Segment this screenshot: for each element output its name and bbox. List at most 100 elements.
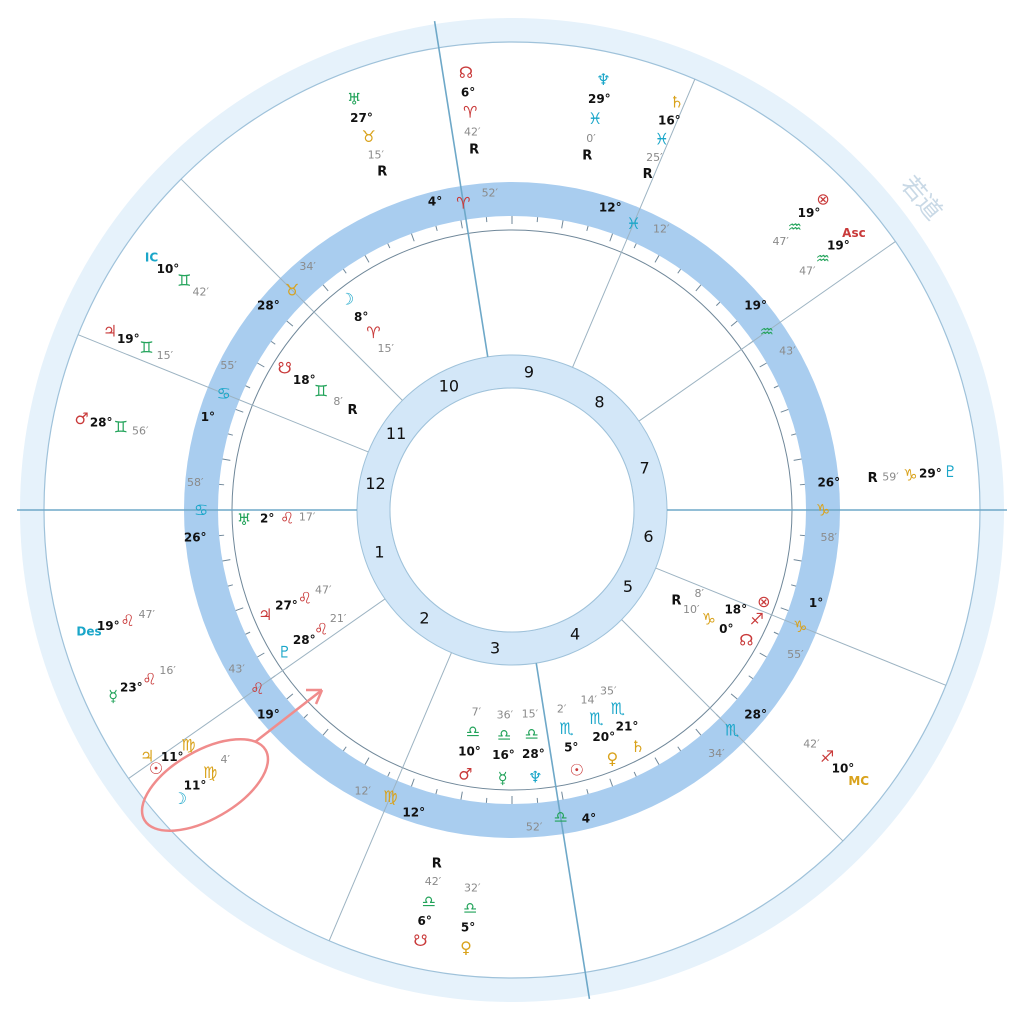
degree-tick <box>633 771 637 777</box>
node2-inner-min: 10′ <box>683 603 700 616</box>
cusp-9-degree: 12° <box>599 201 622 215</box>
node2-inner-sign-icon: ♑ <box>702 610 716 629</box>
sun-inner-sign-icon: ♏ <box>559 719 573 738</box>
node-outer-min: 42′ <box>464 126 481 139</box>
jupiter-outer-icon: ♃ <box>140 747 154 766</box>
node-inner-icon: ☋ <box>278 358 292 377</box>
cusp-8-sign-icon: ♒ <box>760 322 774 341</box>
degree-tick <box>257 652 265 658</box>
node-outer-icon: ☊ <box>459 63 473 82</box>
uranus-outer-retro: R <box>377 165 387 180</box>
degree-tick <box>364 255 370 263</box>
jupiter-inner-deg: 27° <box>275 599 298 613</box>
pluto-outer-sign-icon: ♑ <box>903 466 917 485</box>
des-outer-deg: 19° <box>97 619 120 633</box>
mercury-outer-min: 16′ <box>159 664 176 677</box>
fortune-outer-min: 47′ <box>772 235 789 248</box>
venus-inner-icon: ♀ <box>607 749 619 768</box>
neptune-outer-sign-icon: ♓ <box>588 109 602 128</box>
mars-inner-icon: ♂ <box>458 764 472 783</box>
annotation-circle <box>140 738 270 832</box>
node-outer-retro: R <box>469 142 479 157</box>
neptune-inner-sign-icon: ♎ <box>524 725 538 744</box>
jupiter2-outer-icon: ♃ <box>103 322 117 341</box>
asc-outer-icon: Asc <box>842 226 866 240</box>
degree-tick <box>677 268 682 274</box>
jupiter-inner-min: 47′ <box>315 584 332 597</box>
neptune-inner-deg: 28° <box>522 747 545 761</box>
asc-outer-deg: 19° <box>827 239 850 253</box>
degree-tick <box>730 693 738 700</box>
degree-tick <box>654 255 660 263</box>
degree-tick <box>654 757 660 765</box>
node2-inner-icon: ☊ <box>739 630 753 649</box>
mars-inner-sign-icon: ♎ <box>466 722 480 741</box>
venus-outer-min: 32′ <box>464 881 481 894</box>
node2-inner-retro: R <box>671 594 681 609</box>
degree-tick <box>791 433 797 436</box>
saturn-inner-icon: ♄ <box>631 737 645 756</box>
mc-outer-icon: MC <box>848 774 869 788</box>
degree-tick <box>586 789 589 795</box>
moon-inner-min: 15′ <box>378 342 395 355</box>
house-number-11: 11 <box>386 424 406 443</box>
house-cusp-line <box>77 334 369 453</box>
chiron-inner-deg: 18° <box>724 603 747 617</box>
cusp-mc-minutes: 52′ <box>482 186 499 199</box>
cusp-9-sign-icon: ♓ <box>626 214 640 233</box>
cusp-3-degree: 12° <box>402 805 425 819</box>
cusp-5-degree: 28° <box>744 707 767 721</box>
mercury-outer-deg: 23° <box>120 680 143 694</box>
degree-tick <box>793 458 802 461</box>
cusp-2-minutes: 43′ <box>228 663 245 676</box>
house-number-7: 7 <box>639 459 649 478</box>
node2-outer-retro: R <box>432 857 442 872</box>
ic-outer-icon: IC <box>145 251 158 265</box>
degree-tick <box>730 320 738 327</box>
degree-tick <box>342 746 347 752</box>
uranus-outer-sign-icon: ♉ <box>361 127 375 146</box>
moon-outer-min: 4′ <box>220 753 230 766</box>
cusp-ic-minutes: 52′ <box>526 821 543 834</box>
house-cusp-line <box>128 598 386 779</box>
degree-tick <box>410 778 415 787</box>
degree-tick <box>633 243 637 249</box>
annotation-arrowhead <box>306 688 324 705</box>
degree-tick <box>677 746 682 752</box>
degree-tick <box>227 584 233 587</box>
neptune-outer-retro: R <box>582 148 592 163</box>
neptune-inner-min: 15′ <box>522 708 539 721</box>
cusp-3-sign-icon: ♍ <box>383 787 397 806</box>
cusp-8-degree: 19° <box>744 299 767 313</box>
degree-tick <box>748 675 754 680</box>
saturn-outer-retro: R <box>643 167 653 182</box>
degree-tick <box>759 362 767 368</box>
degree-tick <box>364 757 370 765</box>
degree-tick <box>342 268 347 274</box>
mercury-outer-icon: ☿ <box>108 686 118 705</box>
mars-inner-deg: 10° <box>458 744 481 758</box>
degree-tick <box>460 220 463 229</box>
degree-tick <box>793 559 802 562</box>
degree-tick <box>716 301 721 306</box>
uranus-inner-sign-icon: ♌ <box>280 508 294 527</box>
degree-tick <box>561 220 564 229</box>
cusp-asc-minutes: 58′ <box>187 476 204 489</box>
neptune-outer-min: 0′ <box>586 132 596 145</box>
venus-outer-icon: ♀ <box>460 938 472 957</box>
mars-outer-min: 56′ <box>132 424 149 437</box>
saturn-outer-deg: 16° <box>658 114 681 128</box>
node-outer-deg: 6° <box>461 85 475 99</box>
node2-outer-deg: 6° <box>417 914 431 928</box>
sun-inner-icon: ☉ <box>570 761 584 780</box>
sun-outer-deg: 11° <box>161 750 184 764</box>
fortune-inner-icon: ⊗ <box>757 592 770 611</box>
cusp-3-minutes: 12′ <box>354 784 371 797</box>
sun-inner-min: 2′ <box>557 702 567 715</box>
node2-outer-sign-icon: ♎ <box>422 892 436 911</box>
saturn-outer-min: 25′ <box>646 151 663 164</box>
degree-tick <box>286 693 294 700</box>
pluto-outer-deg: 29° <box>919 466 942 480</box>
